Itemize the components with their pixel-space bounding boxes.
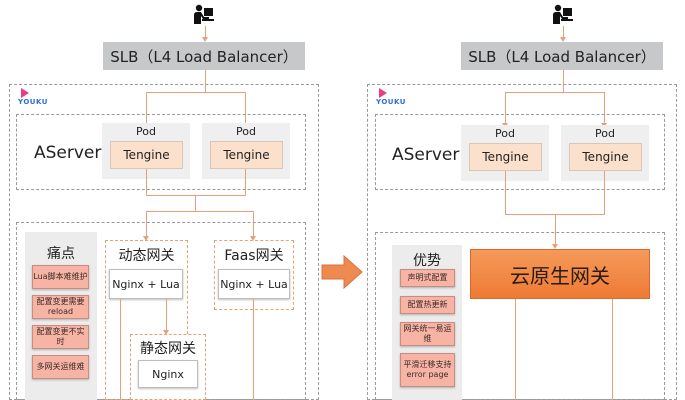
slb-down-line bbox=[563, 70, 564, 92]
merge-down-line bbox=[555, 214, 556, 246]
cloud-down-line-right bbox=[612, 299, 613, 400]
dynamic-gateway-box: Nginx + Lua bbox=[109, 269, 183, 299]
youku-logo-mark bbox=[21, 88, 29, 98]
pain-item: 多网关运维难 bbox=[32, 355, 89, 379]
aserver-container bbox=[16, 114, 306, 190]
youku-logo-text: YOUKU bbox=[18, 98, 48, 106]
pod-label: Pod bbox=[595, 127, 615, 140]
to-dynamic-arrow bbox=[143, 236, 149, 241]
slb-to-pod2-line bbox=[245, 92, 246, 125]
dynamic-to-static-arrow bbox=[163, 330, 169, 335]
user-at-computer-icon bbox=[194, 4, 214, 24]
to-cloud-gateway-arrow bbox=[552, 244, 558, 249]
tengine-box: Tengine bbox=[469, 143, 542, 171]
cloud-down-line-left bbox=[515, 299, 516, 400]
gateway-split-line bbox=[146, 211, 254, 212]
advantage-item: 配置热更新 bbox=[400, 296, 455, 314]
to-faas-line bbox=[253, 211, 254, 237]
slb-to-pod1-line bbox=[146, 92, 147, 125]
dynamic-down-line bbox=[120, 299, 121, 400]
pain-points-title: 痛点 bbox=[47, 246, 75, 262]
pod-label: Pod bbox=[236, 125, 256, 138]
user-at-computer-icon bbox=[553, 4, 573, 24]
dynamic-to-static-line bbox=[166, 299, 167, 332]
slb-to-pod2-line bbox=[604, 92, 605, 125]
user-to-slb-line bbox=[563, 26, 564, 38]
user-to-slb-arrow bbox=[202, 37, 208, 42]
advantages-title: 优势 bbox=[413, 253, 441, 269]
aserver-label: AServer bbox=[392, 145, 460, 165]
faas-gateway-container bbox=[214, 240, 294, 310]
pain-item: 配置变更不实时 bbox=[32, 325, 89, 349]
aserver-label: AServer bbox=[34, 143, 102, 163]
advantage-item: 声明式配置 bbox=[400, 269, 455, 287]
youku-logo: YOUKU bbox=[18, 88, 48, 106]
pod-1: Pod Tengine bbox=[102, 123, 190, 179]
faas-down-line bbox=[253, 299, 254, 400]
faas-gateway-title: Faas网关 bbox=[224, 248, 284, 264]
tengine-box: Tengine bbox=[210, 141, 283, 169]
pod2-down-line bbox=[245, 169, 246, 195]
pod-2: Pod Tengine bbox=[561, 125, 649, 181]
tengine-box: Tengine bbox=[110, 141, 183, 169]
merge-down-line bbox=[195, 195, 196, 211]
pod-label: Pod bbox=[495, 127, 515, 140]
aserver-container bbox=[375, 114, 665, 190]
advantage-item: 网关统一易运维 bbox=[400, 322, 455, 346]
youku-logo: YOUKU bbox=[376, 88, 406, 106]
cloud-native-gateway-box: 云原生网关 bbox=[470, 249, 650, 299]
advantage-item: 平滑迁移支持error page bbox=[400, 353, 455, 387]
static-gateway-box: Nginx bbox=[138, 360, 198, 388]
pod1-down-line bbox=[146, 169, 147, 195]
slb-box: SLB（L4 Load Balancer） bbox=[461, 42, 663, 70]
dynamic-gateway-title: 动态网关 bbox=[118, 248, 175, 264]
pain-item: 配置变更需要reload bbox=[32, 295, 89, 319]
pod2-down-line bbox=[604, 171, 605, 214]
to-faas-arrow bbox=[250, 236, 256, 241]
pain-points-panel: 痛点 Lua脚本难维护 配置变更需要reload 配置变更不实时 多网关运维难 bbox=[25, 232, 97, 400]
pods-merge-line bbox=[146, 195, 246, 196]
user-to-slb-arrow bbox=[560, 37, 566, 42]
orange-right-arrow-icon bbox=[321, 254, 363, 290]
static-gateway-title: 静态网关 bbox=[140, 341, 196, 357]
slb-to-pod1-line bbox=[505, 92, 506, 125]
advantages-panel: 优势 声明式配置 配置热更新 网关统一易运维 平滑迁移支持error page bbox=[392, 245, 462, 400]
tengine-box: Tengine bbox=[569, 143, 642, 171]
pod-label: Pod bbox=[136, 125, 156, 138]
user-to-slb-line bbox=[205, 26, 206, 38]
slb-down-line bbox=[205, 70, 206, 92]
slb-split-line bbox=[505, 92, 605, 93]
pod1-down-line bbox=[505, 171, 506, 214]
faas-gateway-box: Nginx + Lua bbox=[218, 269, 290, 299]
to-dynamic-line bbox=[146, 211, 147, 237]
youku-logo-mark bbox=[379, 88, 387, 98]
pain-item: Lua脚本难维护 bbox=[32, 265, 89, 289]
slb-split-line bbox=[146, 92, 246, 93]
slb-box: SLB（L4 Load Balancer） bbox=[103, 42, 305, 70]
pod-2: Pod Tengine bbox=[202, 123, 290, 179]
youku-logo-text: YOUKU bbox=[376, 98, 406, 106]
